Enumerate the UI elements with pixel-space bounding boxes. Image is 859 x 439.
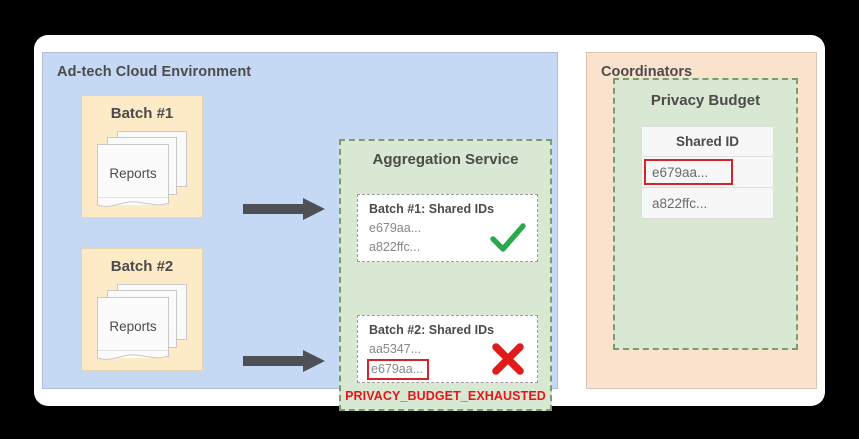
report-page-front — [97, 144, 169, 205]
arrow-right-icon — [243, 198, 325, 220]
privacy-budget-exhausted-error: PRIVACY_BUDGET_EXHAUSTED — [345, 389, 546, 403]
cross-mark-icon — [492, 343, 524, 375]
documents-stack-icon: Reports — [97, 131, 191, 207]
report-page-wave — [97, 350, 169, 360]
diagram-canvas: Ad-tech Cloud Environment Batch #1 Repor… — [34, 35, 825, 411]
batch-1-reports-label: Reports — [109, 165, 157, 181]
shared-id-value: e679aa... — [652, 164, 709, 180]
shared-id-value: a822ffc... — [652, 195, 708, 211]
coordinators-panel-title: Coordinators — [601, 64, 693, 80]
privacy-budget-title: Privacy Budget — [650, 92, 761, 109]
batch-2-shared-ids-title: Batch #2: Shared IDs — [369, 323, 495, 337]
adtech-cloud-environment-panel: Ad-tech Cloud Environment Batch #1 Repor… — [42, 52, 558, 411]
batch-1-title: Batch #1 — [110, 105, 174, 122]
coordinators-panel: Coordinators Privacy Budget Shared ID e6… — [586, 52, 817, 389]
shared-id-column-header: Shared ID — [641, 126, 774, 157]
privacy-budget-zone: Privacy Budget Shared ID e679aa... a822f… — [613, 78, 798, 350]
batch-1-shared-id-0: e679aa... — [369, 221, 422, 235]
batch-1-shared-ids-title: Batch #1: Shared IDs — [369, 202, 495, 216]
report-page-wave — [97, 197, 169, 207]
adtech-panel-title: Ad-tech Cloud Environment — [57, 64, 252, 80]
check-mark-icon — [490, 223, 526, 252]
documents-stack-icon: Reports — [97, 284, 191, 360]
batch-2-card: Batch #2 Reports — [81, 248, 203, 371]
batch-2-title: Batch #2 — [110, 258, 174, 275]
aggregation-service-zone: Aggregation Service Batch #1: Shared IDs… — [339, 139, 552, 411]
aggregation-service-title: Aggregation Service — [372, 151, 519, 168]
batch-2-shared-ids-card: Batch #2: Shared IDs aa5347... e679aa... — [357, 315, 538, 383]
table-row[interactable]: a822ffc... — [641, 188, 774, 219]
batch-2-shared-id-0: aa5347... — [369, 342, 422, 356]
batch-2-shared-id-1-highlighted: e679aa... — [367, 359, 430, 380]
batch-2-reports-label: Reports — [109, 318, 157, 334]
report-page-front — [97, 297, 169, 358]
batch-1-shared-id-1: a822ffc... — [369, 240, 421, 254]
arrow-right-icon — [243, 350, 325, 372]
shared-id-table: Shared ID e679aa... a822ffc... — [641, 126, 774, 219]
table-row[interactable]: e679aa... — [641, 157, 774, 188]
batch-1-card: Batch #1 Reports — [81, 95, 203, 218]
batch-1-shared-ids-card: Batch #1: Shared IDs e679aa... a822ffc..… — [357, 194, 538, 262]
